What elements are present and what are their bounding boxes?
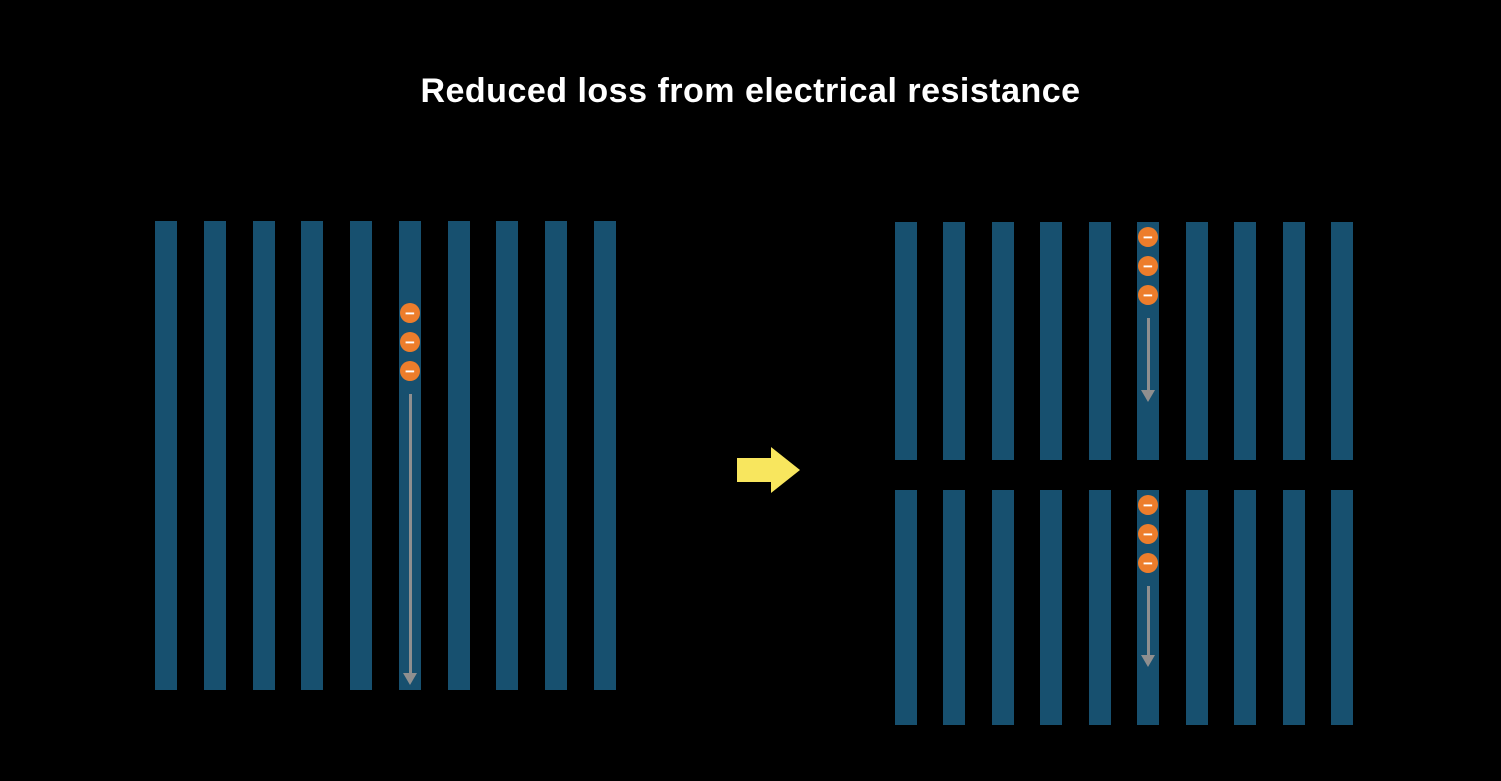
electron-flow: − − − <box>1136 222 1160 460</box>
electron-flow: − − − <box>398 221 422 690</box>
electron-icon: − <box>400 303 420 323</box>
down-arrow-icon <box>403 394 417 685</box>
diagram-title: Reduced loss from electrical resistance <box>420 72 1081 110</box>
busbar-finger <box>1088 222 1111 460</box>
busbar-finger <box>895 490 917 725</box>
busbar-finger <box>1185 490 1208 725</box>
electron-icon: − <box>400 361 420 381</box>
down-arrow-head <box>1141 390 1155 402</box>
right-arrow-head <box>771 447 800 493</box>
busbar-finger <box>1234 222 1257 460</box>
busbar-finger <box>545 221 568 690</box>
right-arrow-icon <box>737 447 800 493</box>
busbar-finger <box>155 221 177 690</box>
busbar-finger <box>350 221 373 690</box>
busbar-finger <box>593 221 616 690</box>
electron-icon: − <box>400 332 420 352</box>
electron-icon: − <box>1138 285 1158 305</box>
electron-icon: − <box>1138 553 1158 573</box>
busbar-finger <box>1040 222 1063 460</box>
busbar-finger <box>1330 222 1353 460</box>
down-arrow-shaft <box>408 394 412 673</box>
busbar-finger <box>991 222 1014 460</box>
busbar-finger <box>991 490 1014 725</box>
down-arrow-icon <box>1141 586 1155 667</box>
busbar-finger <box>895 222 917 460</box>
half-cell-bottom-panel: − − − <box>895 490 1353 725</box>
right-arrow-shaft <box>737 458 771 482</box>
busbar-finger <box>301 221 324 690</box>
down-arrow-icon <box>1141 318 1155 402</box>
busbar-finger <box>1282 222 1305 460</box>
busbar-finger <box>1282 490 1305 725</box>
down-arrow-shaft <box>1146 586 1150 655</box>
busbar-finger <box>496 221 519 690</box>
busbar-finger <box>1088 490 1111 725</box>
half-cell-top-panel: − − − <box>895 222 1353 460</box>
busbar-finger <box>943 490 966 725</box>
down-arrow-shaft <box>1146 318 1150 390</box>
busbar-finger <box>1234 490 1257 725</box>
full-cell-panel: − − − <box>155 221 616 690</box>
busbar-finger <box>943 222 966 460</box>
electron-icon: − <box>1138 227 1158 247</box>
down-arrow-head <box>1141 655 1155 667</box>
busbar-finger <box>447 221 470 690</box>
electron-icon: − <box>1138 495 1158 515</box>
busbar-finger <box>203 221 226 690</box>
busbar-finger <box>1185 222 1208 460</box>
busbar-finger <box>1040 490 1063 725</box>
electron-icon: − <box>1138 524 1158 544</box>
electron-icon: − <box>1138 256 1158 276</box>
busbar-finger <box>1330 490 1353 725</box>
down-arrow-head <box>403 673 417 685</box>
busbar-finger <box>252 221 275 690</box>
electron-flow: − − − <box>1136 490 1160 725</box>
